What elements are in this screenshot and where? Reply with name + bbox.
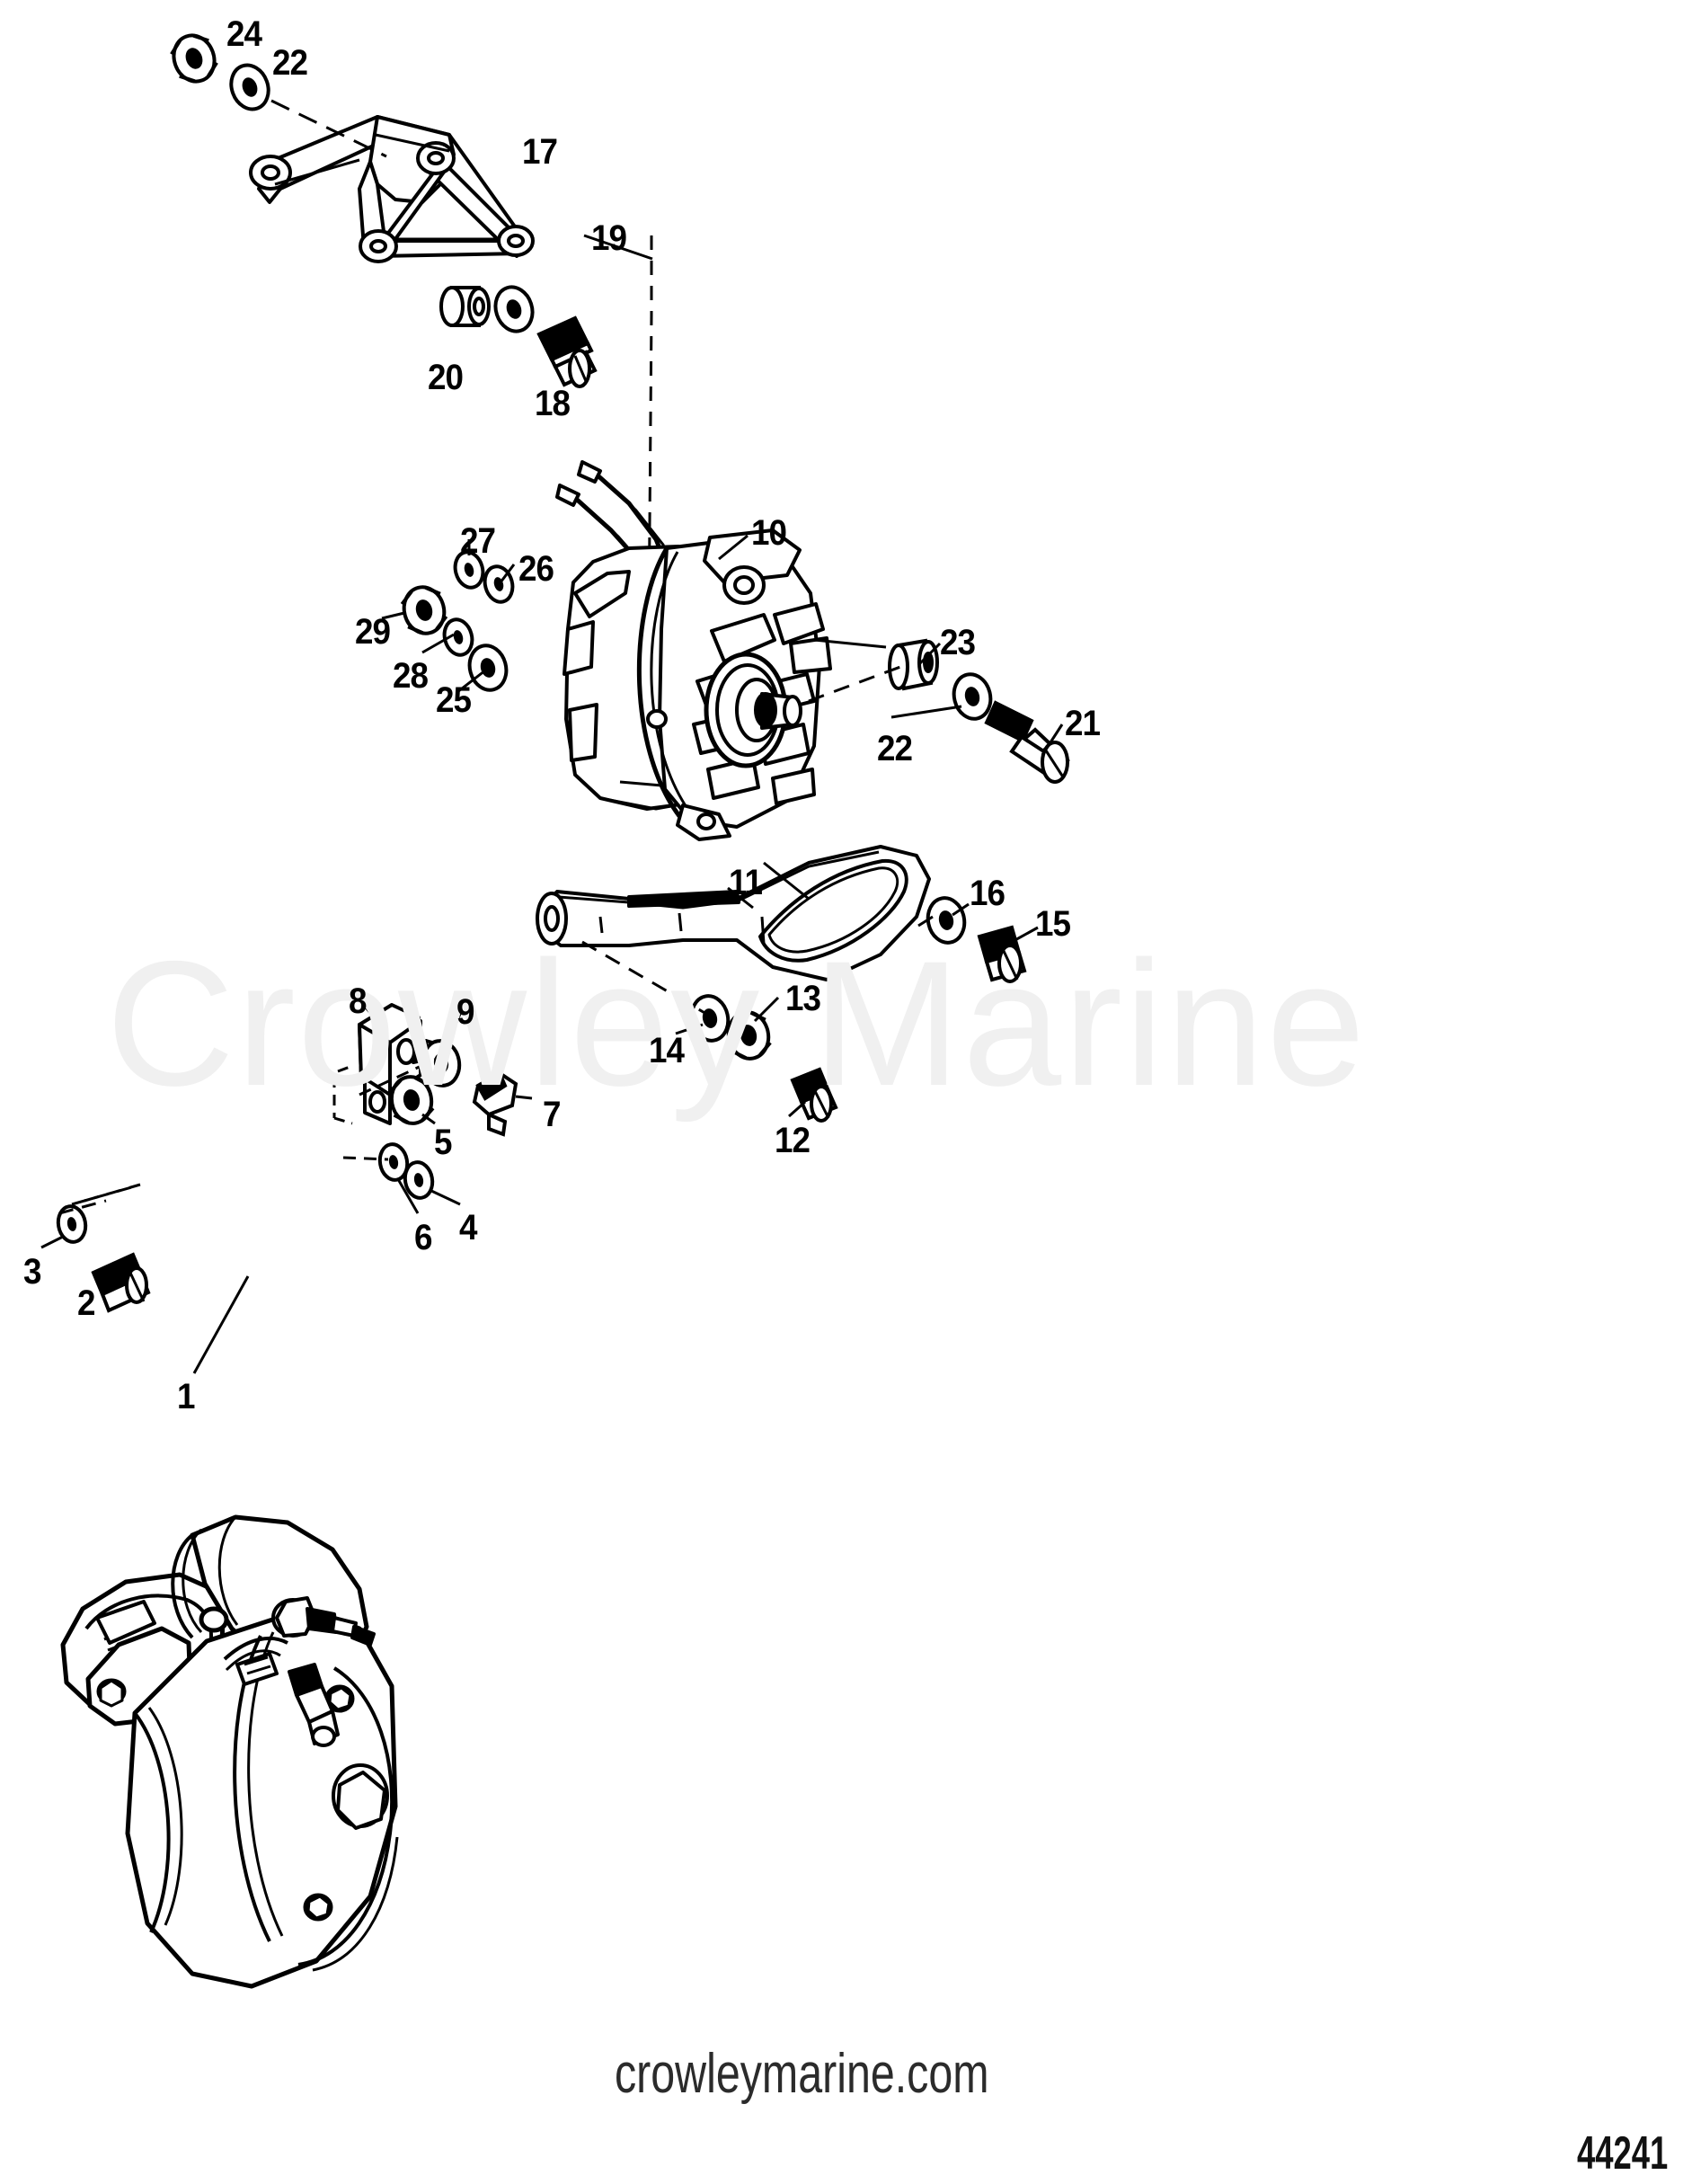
- leader-8: [356, 997, 377, 1020]
- alternator-10: [555, 460, 832, 841]
- callout-bolt-12: 12: [775, 1121, 811, 1160]
- callout-washer-25: 25: [436, 680, 472, 720]
- leader-28: [421, 633, 455, 654]
- leader-15: [1011, 926, 1039, 944]
- callout-nut-5: 5: [434, 1123, 452, 1162]
- leader-5: [421, 1113, 436, 1125]
- adjusting-bracket-11: [536, 845, 931, 981]
- bolt-18: [536, 315, 598, 388]
- long-bolt-21: [984, 700, 1070, 784]
- bracket-axis-lower: [581, 940, 707, 1016]
- leader-21: [1041, 724, 1064, 756]
- alternator-axis-right: [808, 665, 901, 703]
- bolt-2: [91, 1252, 151, 1313]
- callout-washer-16: 16: [970, 874, 1006, 913]
- callout-starter-motor-1: 1: [177, 1377, 195, 1416]
- leader-19: [583, 234, 653, 261]
- callout-washer-3: 3: [23, 1252, 41, 1292]
- leader-10: [718, 534, 749, 561]
- leader-11a: [763, 861, 810, 901]
- starter-mount-axis: [58, 1183, 141, 1215]
- callout-spacer-23: 23: [940, 623, 976, 662]
- spacer-23: [888, 638, 939, 691]
- leader-25: [456, 669, 486, 694]
- washer-19: [488, 280, 540, 338]
- leader-26: [499, 564, 516, 583]
- callout-bolt-15: 15: [1035, 904, 1071, 944]
- callout-adjusting-bracket-11: 11: [729, 863, 763, 902]
- leader-7: [515, 1095, 533, 1100]
- callout-solenoid-8: 8: [349, 981, 367, 1021]
- assembly-axis-top: [270, 99, 387, 158]
- leader-4: [429, 1188, 461, 1206]
- solenoid-axis: [359, 1057, 438, 1096]
- leader-11b: [727, 886, 754, 910]
- callout-terminal-boot-7: 7: [543, 1095, 561, 1134]
- mounting-bracket-17: [249, 115, 535, 263]
- nut-24: [165, 28, 223, 89]
- callout-washer-14: 14: [649, 1031, 685, 1070]
- callout-washer-26: 26: [518, 549, 554, 589]
- leader-3: [40, 1235, 64, 1249]
- callout-washer-6: 6: [414, 1218, 432, 1257]
- callout-bolt-18: 18: [535, 384, 571, 423]
- callout-nut-4: 4: [459, 1208, 477, 1247]
- callout-alternator-10: 10: [751, 513, 787, 553]
- boot-bracket: [332, 1064, 353, 1125]
- callout-nut-13: 13: [785, 979, 821, 1018]
- leader-6: [396, 1178, 420, 1214]
- nut-29: [397, 581, 451, 640]
- callout-washer-22: 22: [272, 43, 308, 83]
- callout-washer-9: 9: [456, 992, 474, 1032]
- leader-9: [445, 1013, 462, 1047]
- bolt-15: [977, 925, 1027, 983]
- washer-28: [439, 614, 478, 661]
- site-url-text: crowleymarine.com: [615, 2043, 989, 2105]
- callout-washer-22: 22: [877, 729, 913, 768]
- leader-13: [753, 996, 780, 1023]
- starter-motor-1: [60, 1514, 399, 1989]
- leader-29: [381, 611, 405, 620]
- callout-mounting-bracket-17: 17: [522, 132, 558, 172]
- alternator-axis-right2: [813, 638, 887, 649]
- callout-washer-28: 28: [393, 656, 429, 696]
- leader-23: [917, 642, 942, 667]
- washer-25: [463, 639, 513, 697]
- bolt-12: [790, 1067, 838, 1123]
- leader-16b: [917, 915, 934, 928]
- watermark-crowley-marine: Crowley Marine: [106, 924, 1368, 1123]
- leader-22-right: [890, 705, 962, 719]
- callout-screw-2: 2: [77, 1283, 95, 1323]
- spacer-20: [439, 286, 491, 327]
- callout-stud-19: 19: [591, 218, 627, 258]
- leader-1: [192, 1275, 250, 1374]
- terminal-boot-7: [472, 1070, 518, 1137]
- leader-12: [788, 1100, 806, 1118]
- callout-nut-24: 24: [226, 14, 262, 54]
- callout-spacer-20: 20: [428, 358, 464, 397]
- leader-2: [98, 1265, 120, 1278]
- callout-long-bolt-21: 21: [1065, 704, 1101, 743]
- callout-nut-29: 29: [355, 612, 391, 652]
- leader-16: [952, 902, 970, 917]
- leader-14: [675, 1023, 704, 1035]
- callout-washer-27: 27: [460, 521, 496, 561]
- washer-22-top: [223, 58, 277, 117]
- diagram-number: 44241: [1577, 2127, 1669, 2180]
